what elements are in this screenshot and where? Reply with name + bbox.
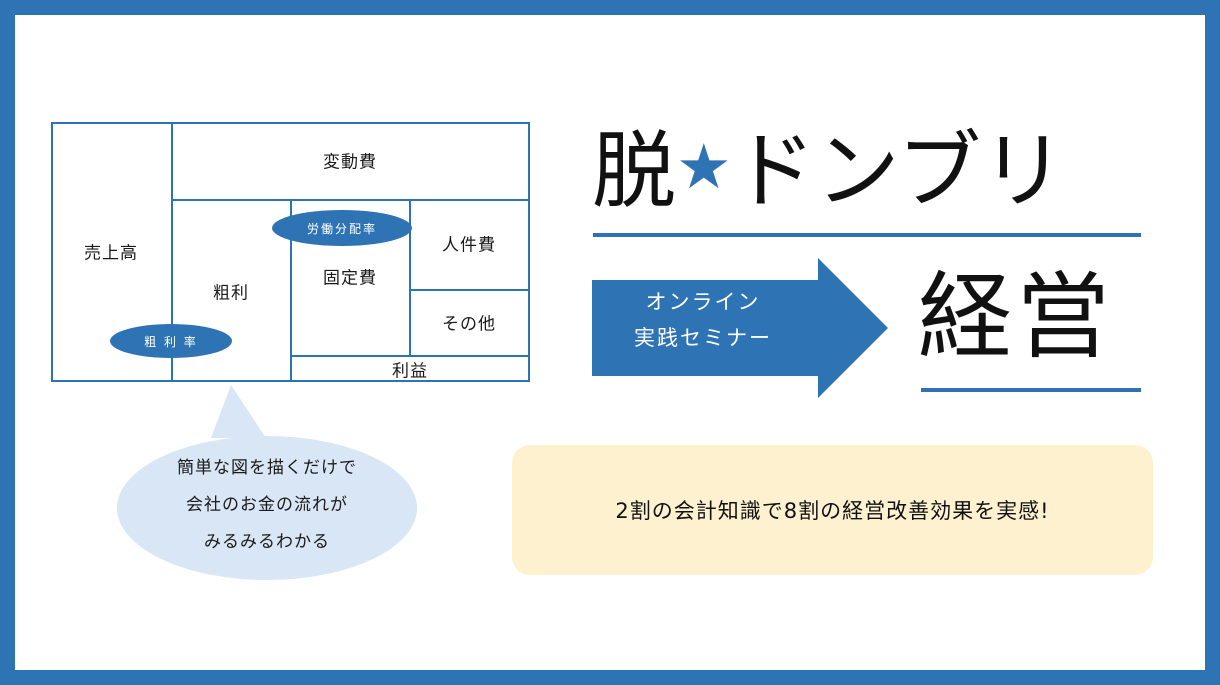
benefit-banner: 2割の会計知識で8割の経営改善効果を実感! [512,445,1153,575]
keiei-heading: 経営 [918,263,1115,372]
arrow-line-1: オンライン [645,290,761,314]
labor-share-rate-badge: 労働分配率 [272,210,412,246]
labor-share-rate-text: 労働分配率 [306,221,377,236]
star-icon: ★ [676,130,732,203]
gross-margin-rate-text: 粗 利 率 [144,334,198,349]
arrow-right-icon [592,258,888,398]
variable-cost-label: 変動費 [323,152,377,173]
arrow-line-2: 実践セミナー [634,326,772,350]
bubble-line-2: 会社のお金の流れが [186,495,348,515]
title-underline [593,233,1141,237]
sales-label: 売上高 [84,243,138,264]
bubble-line-3: みるみるわかる [204,532,330,552]
title-part-1: 脱 [592,122,677,220]
arrow-text: オンライン 実践セミナー [598,284,808,356]
other-cost-label: その他 [442,314,496,335]
bubble-text: 簡単な図を描くだけで 会社のお金の流れが みるみるわかる [116,450,418,561]
fixed-cost-label: 固定費 [323,268,377,289]
benefit-text: 2割の会計知識で8割の経営改善効果を実感! [615,499,1050,523]
gross-margin-rate-badge: 粗 利 率 [110,324,232,358]
bubble-line-1: 簡単な図を描くだけで [177,458,357,478]
profit-label: 利益 [392,361,428,382]
speech-bubble-icon [117,385,417,580]
labor-cost-label: 人件費 [442,235,496,256]
title-part-2: ドンブリ [731,122,1066,220]
page-title: 脱★ドンブリ [592,112,1152,226]
profit-structure-diagram: 売上高 変動費 粗利 固定費 人件費 その他 利益 粗 利 率 労働分配率 [51,122,530,382]
gross-profit-label: 粗利 [213,283,249,304]
keiei-underline [921,388,1141,392]
